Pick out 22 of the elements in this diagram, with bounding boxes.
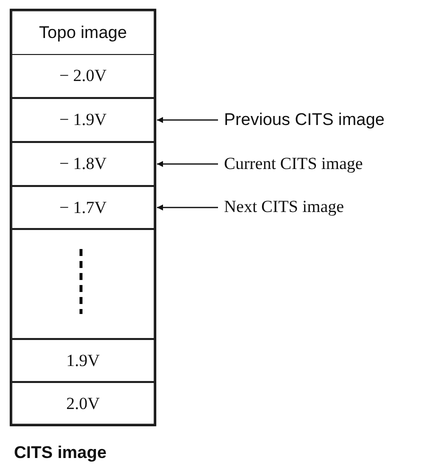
label-text: Topo image [39,22,127,42]
arrow [157,117,218,123]
label-text: − 1.7V [59,198,107,218]
voltage-cell [11,10,155,55]
arrow [157,204,218,210]
caption: CITS image [14,443,107,463]
label-text: Next CITS image [224,197,344,217]
voltage-cell [11,186,155,229]
voltage-cell [11,98,155,142]
label-text: Current CITS image [224,154,363,174]
voltage-cell [11,142,155,186]
label-text: − 1.8V [59,154,107,174]
label-text: 1.9V [66,350,100,370]
label-text: Previous CITS image [224,110,385,130]
label-text: − 2.0V [59,66,107,86]
ellipsis-cell [11,229,155,339]
label-text: 2.0V [66,394,100,414]
voltage-cell [11,382,155,425]
voltage-cell [11,54,155,98]
label-text: − 1.9V [59,110,107,130]
arrow [157,161,218,167]
voltage-cell [11,339,155,382]
